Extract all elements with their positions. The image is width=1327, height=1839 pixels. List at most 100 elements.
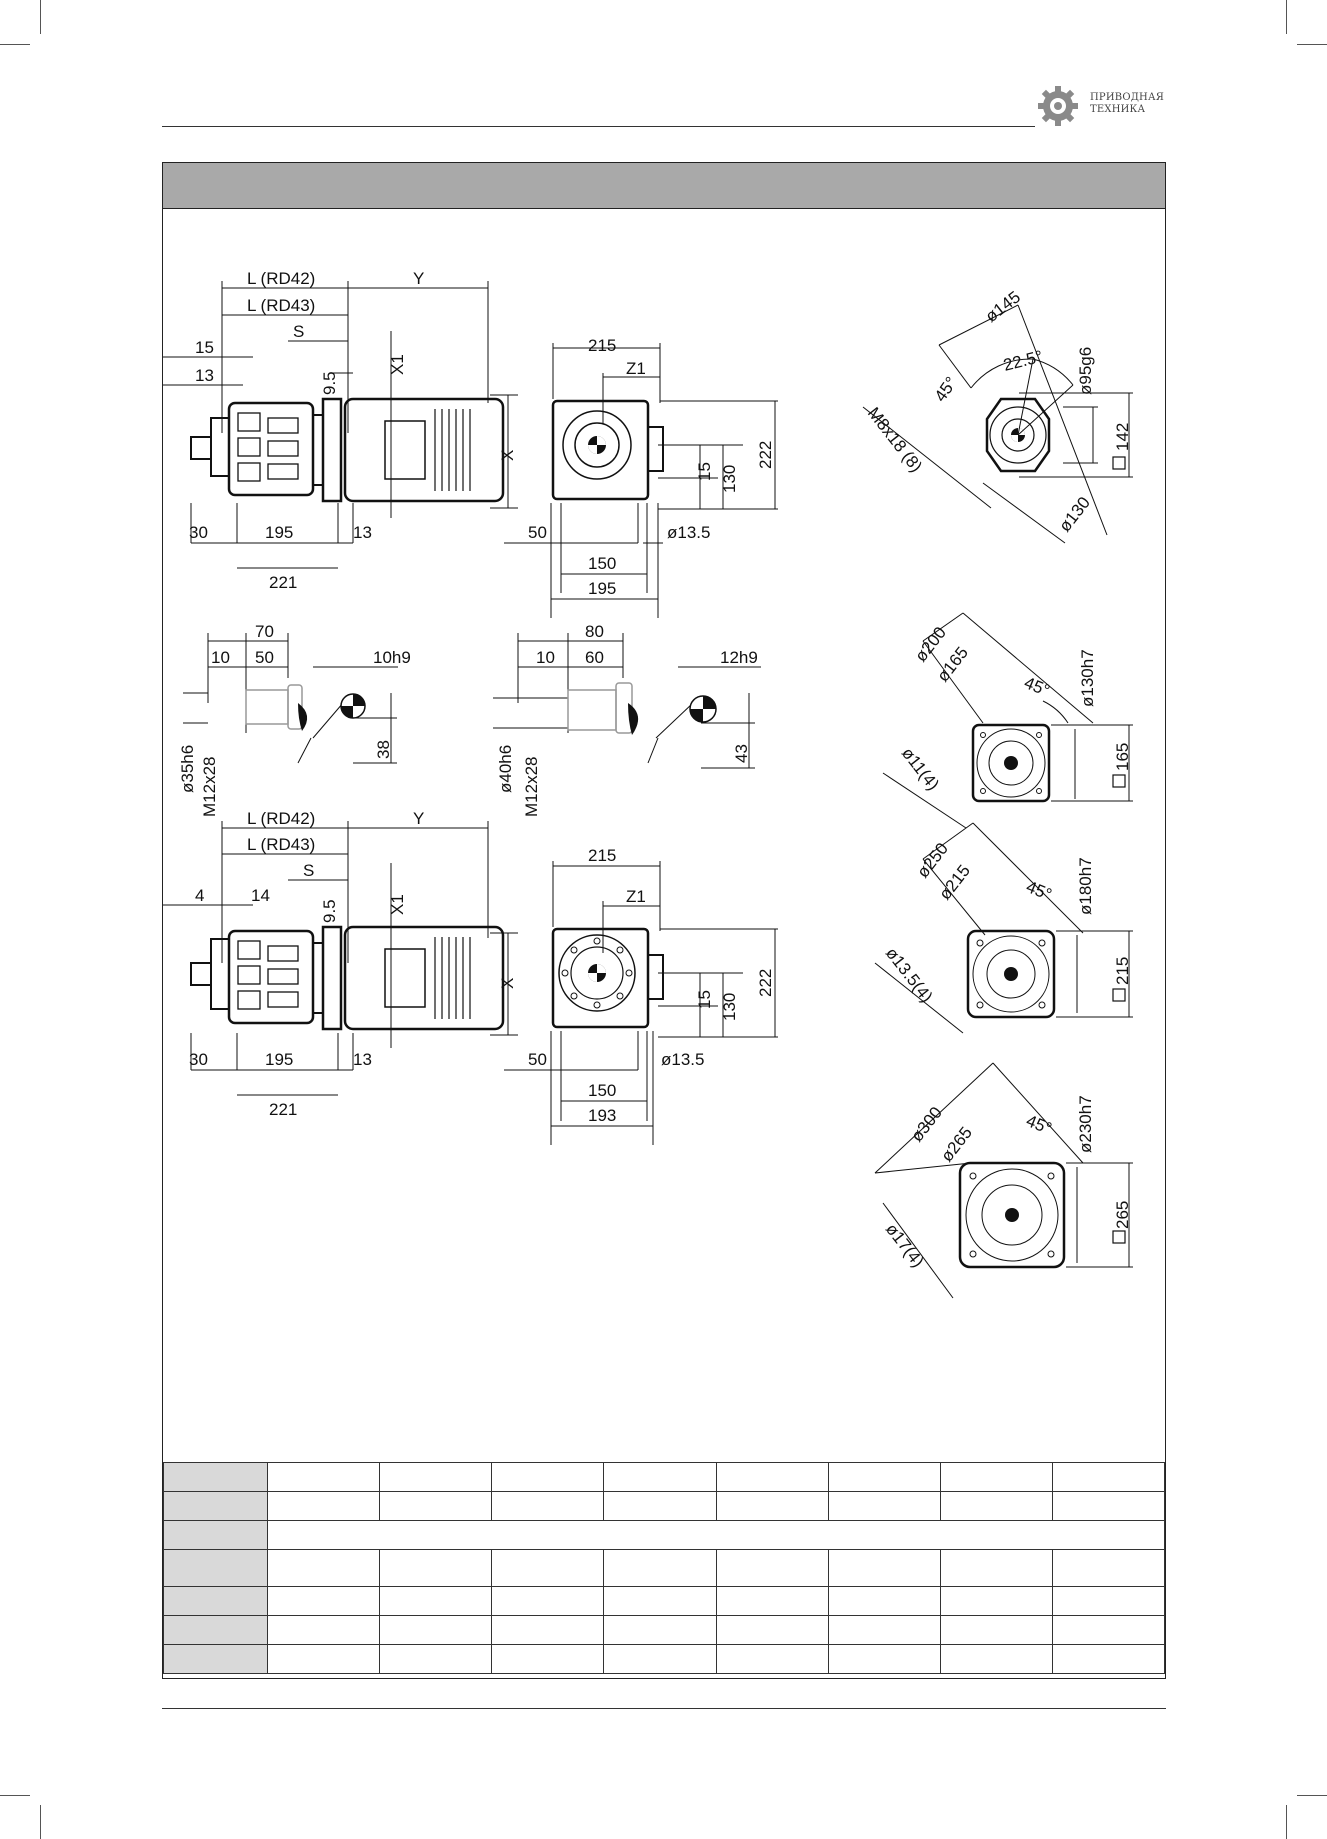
table-cell xyxy=(603,1549,717,1587)
dim-label: 9.5 xyxy=(320,899,339,923)
footer-rule xyxy=(162,1708,1166,1709)
flange-2 xyxy=(882,612,1133,829)
dim-label: ø180h7 xyxy=(1076,857,1095,915)
dim-label: L (RD42) xyxy=(247,809,315,828)
dim-label: ø165 xyxy=(933,643,972,685)
dim-label: 80 xyxy=(585,622,604,641)
table-cell xyxy=(379,1615,493,1645)
dim-label: ø130 xyxy=(1055,493,1094,535)
dim-label: 195 xyxy=(265,1050,293,1069)
lower-end-view xyxy=(504,861,778,1145)
dim-label: 15 xyxy=(195,338,214,357)
dim-label: 10 xyxy=(211,648,230,667)
table-row xyxy=(163,1615,1166,1645)
table-cell xyxy=(267,1520,1165,1550)
dim-label: 12h9 xyxy=(720,648,758,667)
table-cell xyxy=(491,1586,605,1616)
shaft-40-dims: 80 10 60 12h9 ø40h6 M12x28 43 xyxy=(496,622,758,817)
dim-label: Y xyxy=(413,269,424,288)
flange-1-dims: ø145 22.5° 45° ø95g6 M8x18 (8) 142 ø130 xyxy=(864,287,1132,535)
dim-label: 10h9 xyxy=(373,648,411,667)
table-cell xyxy=(715,1462,829,1492)
table-cell xyxy=(491,1549,605,1587)
table-cell xyxy=(1051,1615,1166,1645)
flange-3 xyxy=(874,822,1133,1034)
table-cell xyxy=(379,1491,493,1521)
dim-label: 15 xyxy=(695,462,714,481)
dim-label: 9.5 xyxy=(320,371,339,395)
table-cell xyxy=(379,1586,493,1616)
crop-mark xyxy=(0,1795,30,1796)
dim-label: X1 xyxy=(388,354,407,375)
dim-label: ø13.5 xyxy=(667,523,710,542)
table-cell xyxy=(603,1644,717,1674)
dim-label: ø230h7 xyxy=(1076,1095,1095,1153)
dim-label: 150 xyxy=(588,554,616,573)
table-cell xyxy=(939,1615,1053,1645)
crop-mark xyxy=(40,0,41,34)
flange-3-dims: ø250 ø215 45° ø180h7 ø13.5(4) 215 xyxy=(882,839,1132,1006)
dim-label: ø95g6 xyxy=(1076,347,1095,395)
table-cell xyxy=(715,1549,829,1587)
dim-label: 130 xyxy=(720,993,739,1021)
spec-frame: L (RD42) Y L (RD43) S 15 13 9.5 X1 X 30 … xyxy=(162,162,1166,1679)
dim-label: ø17(4) xyxy=(882,1220,928,1271)
table-cell xyxy=(715,1644,829,1674)
dim-label: 265 xyxy=(1113,1201,1132,1229)
upper-side-dims: L (RD42) Y L (RD43) S 15 13 9.5 X1 X 30 … xyxy=(189,269,517,592)
dim-label: ø35h6 xyxy=(178,745,197,793)
dim-label: 14 xyxy=(251,886,270,905)
dim-label: 193 xyxy=(588,1106,616,1125)
dim-label: M12x28 xyxy=(200,757,219,817)
table-cell xyxy=(603,1586,717,1616)
dim-label: 38 xyxy=(374,740,393,759)
table-cell xyxy=(491,1491,605,1521)
dim-label: Z1 xyxy=(626,887,646,906)
dim-label: ø215 xyxy=(935,861,974,903)
dim-label: 195 xyxy=(588,579,616,598)
crop-mark xyxy=(0,44,30,45)
table-cell xyxy=(379,1644,493,1674)
crop-mark xyxy=(1297,44,1327,45)
table-cell xyxy=(266,1491,381,1521)
upper-side-view xyxy=(163,281,518,569)
table-cell xyxy=(939,1491,1053,1521)
dim-label: 222 xyxy=(756,441,775,469)
dim-label: 215 xyxy=(588,336,616,355)
table-cell xyxy=(1051,1586,1166,1616)
dim-label: S xyxy=(303,861,314,880)
dim-label: 50 xyxy=(528,1050,547,1069)
dim-label: 165 xyxy=(1113,743,1132,771)
dim-label: 43 xyxy=(732,744,751,763)
dim-label: 142 xyxy=(1113,423,1132,451)
dim-label: ø40h6 xyxy=(496,745,515,793)
table-cell xyxy=(939,1586,1053,1616)
table-cell xyxy=(1051,1549,1166,1587)
table-cell xyxy=(491,1615,605,1645)
dim-label: ø250 xyxy=(913,839,952,881)
shaft-40 xyxy=(493,633,761,769)
dim-label: 130 xyxy=(720,465,739,493)
crop-mark xyxy=(40,1805,41,1839)
table-row xyxy=(163,1520,1165,1550)
dim-label: 50 xyxy=(528,523,547,542)
dim-label: 45° xyxy=(1022,673,1053,700)
dim-label: 30 xyxy=(189,1050,208,1069)
table-cell xyxy=(939,1462,1053,1492)
table-cell xyxy=(715,1615,829,1645)
table-cell xyxy=(603,1491,717,1521)
table-row xyxy=(163,1586,1166,1616)
table-cell xyxy=(603,1462,717,1492)
dim-label: 60 xyxy=(585,648,604,667)
table-row xyxy=(163,1644,1166,1674)
table-cell xyxy=(1051,1462,1166,1492)
flange-4 xyxy=(874,1062,1133,1299)
brand-name: ПРИВОДНАЯ ТЕХНИКА xyxy=(1090,92,1164,116)
dim-label: 13 xyxy=(353,1050,372,1069)
header-rule xyxy=(162,126,1035,127)
lower-end-dims: 215 Z1 15 130 222 50 ø13.5 150 193 xyxy=(528,846,775,1125)
table-row xyxy=(163,1462,1166,1492)
table-header-cell xyxy=(163,1549,268,1587)
table-cell xyxy=(827,1462,941,1492)
dim-label: ø300 xyxy=(907,1103,946,1145)
